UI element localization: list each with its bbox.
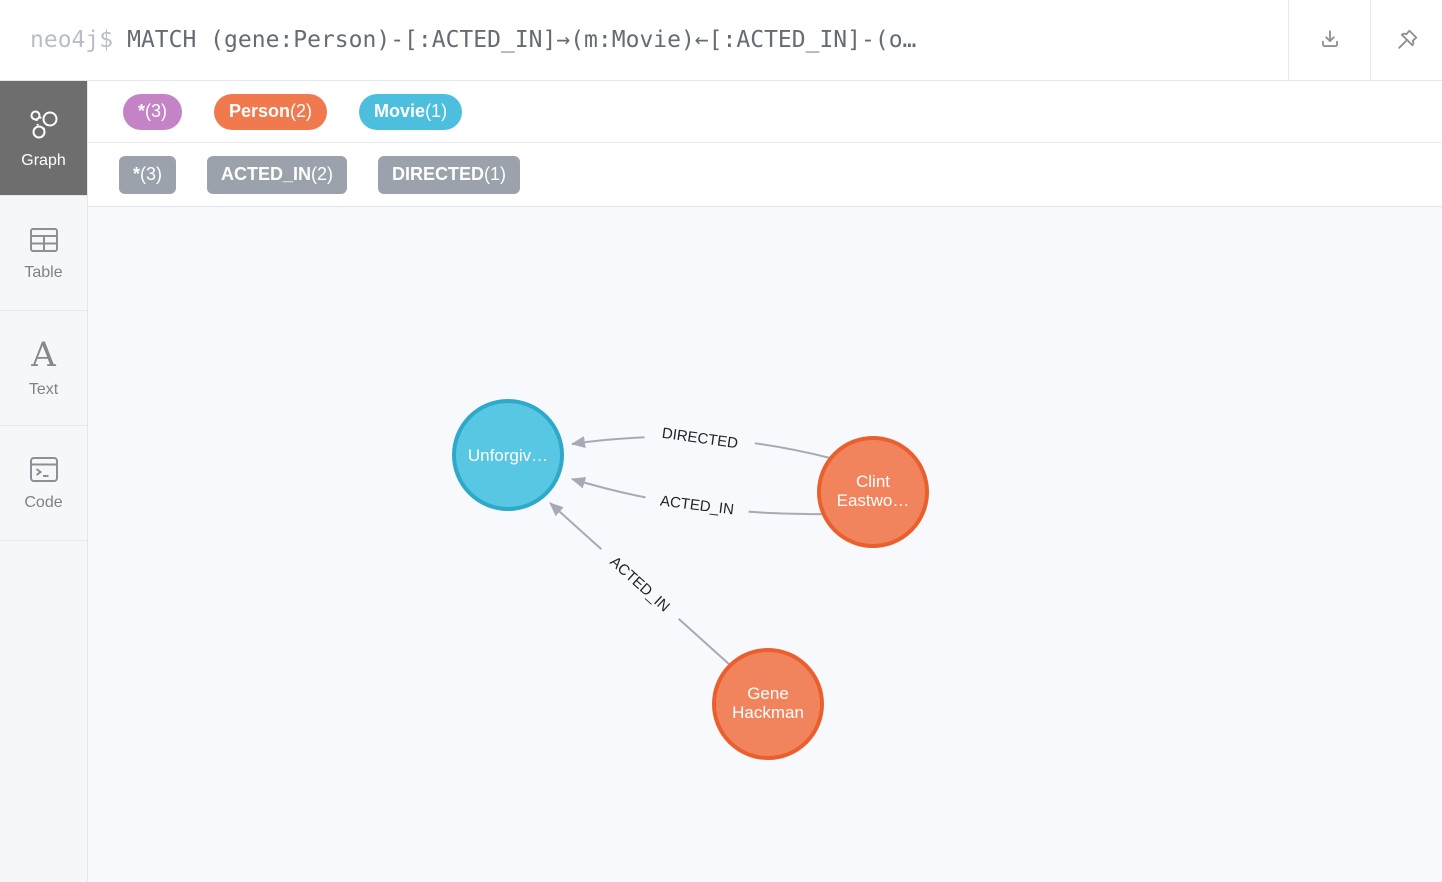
editor-prompt: neo4j$ (30, 27, 114, 53)
pill-name: * (138, 101, 146, 121)
node-caption: Eastwo… (837, 491, 910, 510)
node-clint-eastwood[interactable]: Clint Eastwo… (817, 436, 929, 548)
pin-icon (1397, 29, 1417, 49)
tab-table[interactable]: Table (0, 196, 87, 311)
pill-count: (3) (140, 164, 163, 184)
edge-label-halo (643, 418, 757, 458)
node-caption: Clint (856, 472, 890, 491)
pill-count: (3) (145, 101, 168, 121)
node-gene-hackman[interactable]: Gene Hackman (712, 648, 824, 760)
tab-graph[interactable]: Graph (0, 81, 87, 196)
node-circle-person[interactable] (817, 436, 929, 548)
edge-label-actedin-1[interactable]: ACTED_IN (643, 486, 751, 524)
node-caption: Gene (747, 684, 789, 703)
graph-icon (30, 110, 57, 138)
pill-count: (2) (290, 101, 313, 121)
pill-name: * (133, 164, 141, 184)
graph-canvas[interactable]: DIRECTED ACTED_IN ACTED_IN Unforgiv… Cli… (88, 207, 1442, 882)
text-icon: A (31, 334, 56, 375)
tab-table-label: Table (24, 263, 63, 281)
edge-label-actedin-2[interactable]: ACTED_IN (593, 540, 687, 628)
relationship-type-filters: * (3) ACTED_IN (2) DIRECTED (1) (88, 143, 1442, 207)
pill-name: DIRECTED (392, 164, 485, 184)
tab-graph-label: Graph (21, 151, 66, 169)
node-circle-person[interactable] (712, 648, 824, 760)
result-frame: * (3) Person (2) Movie (1) * (3) ACTED_I… (88, 81, 1442, 882)
query-toolbar: neo4j$ MATCH (gene:Person)-[:ACTED_IN]→(… (0, 0, 1442, 81)
tab-code-label: Code (24, 493, 63, 511)
download-button[interactable] (1288, 0, 1370, 80)
result-view-sidebar: Graph Table A Text Code (0, 81, 88, 882)
cypher-editor[interactable]: neo4j$ MATCH (gene:Person)-[:ACTED_IN]→(… (0, 0, 1288, 80)
edge-label-halo (643, 486, 751, 524)
pill-count: (1) (425, 101, 448, 121)
edge-label-text: ACTED_IN (606, 553, 673, 615)
edge-label-directed[interactable]: DIRECTED (643, 418, 757, 458)
node-unforgiven[interactable]: Unforgiv… (452, 399, 564, 511)
pill-count: (1) (484, 164, 507, 184)
node-label-filters: * (3) Person (2) Movie (1) (88, 81, 1442, 143)
tab-text-label: Text (28, 380, 59, 398)
rel-type-pill-acted-in[interactable]: ACTED_IN (2) (207, 155, 348, 194)
table-icon (29, 227, 58, 252)
pill-name: ACTED_IN (221, 164, 312, 184)
cypher-query-text[interactable]: MATCH (gene:Person)-[:ACTED_IN]→(m:Movie… (127, 27, 917, 53)
pin-button[interactable] (1370, 0, 1442, 80)
edge-label-halo (593, 540, 687, 628)
node-circle-movie[interactable] (452, 399, 564, 511)
node-label-pill-person[interactable]: Person (2) (214, 93, 328, 130)
tab-code[interactable]: Code (0, 426, 87, 541)
pill-name: Person (229, 101, 291, 121)
node-label-pill-star[interactable]: * (3) (123, 93, 183, 130)
node-label-pill-movie[interactable]: Movie (1) (359, 93, 463, 130)
code-icon (29, 456, 58, 482)
graph-visualization[interactable]: DIRECTED ACTED_IN ACTED_IN Unforgiv… Cli… (88, 207, 1442, 882)
pill-name: Movie (374, 101, 426, 121)
tab-text[interactable]: A Text (0, 311, 87, 426)
download-icon (1321, 30, 1338, 47)
rel-type-pill-star[interactable]: * (3) (119, 155, 177, 194)
rel-type-pill-directed[interactable]: DIRECTED (1) (378, 155, 521, 194)
node-caption: Unforgiv… (468, 446, 548, 465)
node-caption: Hackman (732, 703, 804, 722)
pill-count: (2) (311, 164, 334, 184)
